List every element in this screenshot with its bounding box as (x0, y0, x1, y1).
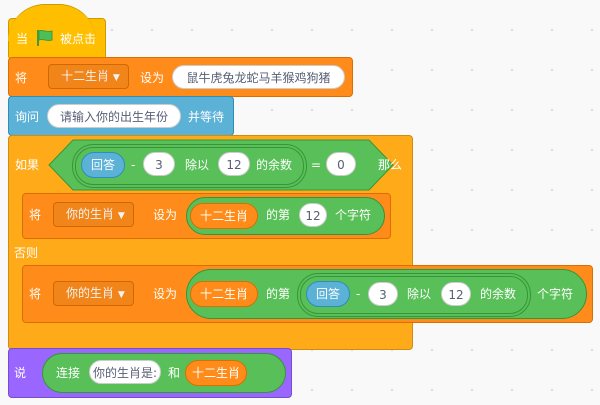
join-label: 连接 (56, 366, 81, 380)
chevron-down-icon: ▼ (117, 211, 125, 221)
variable-reporter[interactable]: 十二生肖 (185, 360, 247, 386)
index-input[interactable]: 12 (299, 203, 327, 227)
dropdown-value: 你的生肖 (66, 207, 115, 221)
set-to-label: 设为 (153, 287, 178, 301)
if-label: 如果 (15, 158, 40, 172)
else-label: 否则 (14, 246, 39, 260)
set-to-label: 设为 (153, 208, 178, 222)
minus-label: - (356, 287, 361, 301)
subtrahend-input[interactable]: 3 (368, 282, 398, 306)
set-label: 将 (29, 208, 42, 222)
chevron-down-icon: ▼ (117, 290, 125, 300)
equals-label: = (311, 158, 322, 172)
value-input[interactable]: 鼠牛虎兔龙蛇马羊猴鸡狗猪 (172, 65, 345, 89)
letter-suffix: 个字符 (335, 208, 372, 222)
mod-suffix: 的余数 (256, 158, 293, 172)
variable-dropdown[interactable]: 你的生肖 ▼ (53, 202, 134, 227)
letter-suffix: 个字符 (537, 287, 574, 301)
join-text-input[interactable]: 你的生肖是: (89, 360, 161, 384)
set-label: 将 (15, 71, 28, 85)
hat-suffix: 被点击 (60, 32, 97, 46)
variable-reporter[interactable]: 十二生肖 (190, 203, 258, 229)
variable-reporter[interactable]: 十二生肖 (190, 281, 258, 307)
letter-of-label: 的第 (266, 287, 291, 301)
variable-dropdown[interactable]: 你的生肖 ▼ (53, 281, 134, 306)
say-label: 说 (14, 366, 27, 380)
minus-label: - (131, 158, 136, 172)
rhs-input[interactable]: 0 (326, 152, 356, 176)
dropdown-value: 十二生肖 (61, 69, 110, 83)
question-input[interactable]: 请输入你的出生年份 (47, 104, 181, 128)
mod-suffix: 的余数 (480, 287, 517, 301)
divisor-input[interactable]: 12 (218, 152, 250, 176)
answer-reporter[interactable]: 回答 (306, 281, 350, 307)
answer-reporter[interactable]: 回答 (81, 152, 125, 178)
green-flag-icon (37, 29, 53, 46)
set-to-label: 设为 (140, 71, 165, 85)
mod-label: 除以 (407, 287, 432, 301)
ask-suffix: 并等待 (188, 110, 225, 124)
join-and-label: 和 (168, 366, 181, 380)
chevron-down-icon: ▼ (112, 73, 120, 83)
mod-label: 除以 (185, 158, 210, 172)
then-label: 那么 (378, 158, 403, 172)
divisor-input[interactable]: 12 (441, 282, 471, 306)
hat-prefix: 当 (16, 32, 29, 46)
subtrahend-input[interactable]: 3 (143, 152, 175, 176)
variable-dropdown[interactable]: 十二生肖 ▼ (48, 64, 129, 89)
letter-of-label: 的第 (266, 208, 291, 222)
ask-label: 询问 (15, 110, 40, 124)
dropdown-value: 你的生肖 (66, 286, 115, 300)
set-label: 将 (29, 287, 42, 301)
